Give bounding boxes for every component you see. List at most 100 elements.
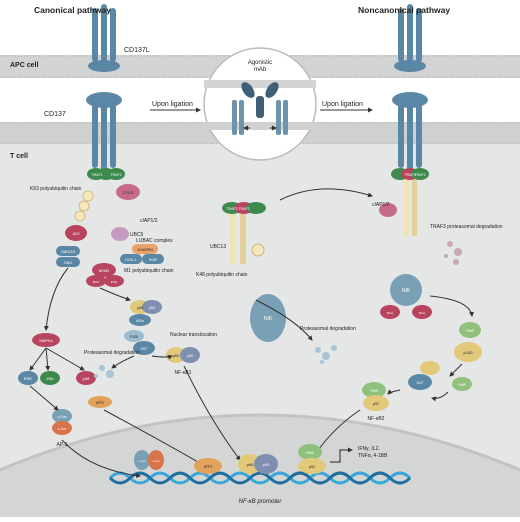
- mab-label: mAb: [254, 67, 267, 73]
- inset-receptor-left-icon: [232, 100, 244, 135]
- p65-left-label: p65: [137, 306, 143, 310]
- nemo-label: NEMO: [99, 269, 110, 273]
- ubc5-icon: [111, 227, 129, 241]
- cyld-icon: [116, 184, 140, 200]
- hoil-label: HOIL-1: [125, 258, 136, 262]
- p52-label: p52: [373, 402, 379, 406]
- degradation-debris-middle-icon: [315, 345, 337, 364]
- scf-left-label: SCF: [141, 347, 148, 351]
- p105-label: P105: [130, 335, 138, 339]
- p100-relb-icon: [454, 322, 482, 362]
- tab-label: TAB1/2/3: [61, 250, 75, 254]
- nik-ikka-complex-icon: [380, 274, 432, 319]
- a20-label: A20: [72, 231, 80, 236]
- ubiquitin-chain-k63-icon: [74, 190, 94, 222]
- cd137l-left-icon: [88, 4, 120, 72]
- relb-top-label: RelB: [466, 329, 474, 333]
- ciap-right-label: cIAP1/2: [372, 202, 390, 208]
- dna-helix: [108, 471, 412, 485]
- tab-tak1-icon: [56, 246, 80, 267]
- mapk-label: MAPKs: [39, 338, 52, 343]
- target-genes-line1: IFNγ, IL2,: [358, 446, 380, 452]
- inset-t-membrane: [204, 122, 316, 130]
- tak1-label: TAK1: [64, 261, 73, 265]
- jnk-label: JNK: [46, 376, 54, 381]
- nik-middle-icon: [250, 294, 286, 342]
- relb-nucleus-label: RelB: [306, 451, 314, 455]
- ciap-left-label: cIAP1/2: [140, 218, 158, 224]
- traf-complex-right-icon: [391, 168, 429, 180]
- canonical-degradation-label: Proteasomal degradation: [84, 350, 140, 356]
- relb-nfkb2-label: RelB: [370, 389, 378, 393]
- p50-mid-label: p50: [187, 354, 193, 358]
- p65-mid-label: p65: [173, 354, 179, 358]
- k48-chain-label: K48 polyubiquitin chain: [196, 272, 248, 278]
- target-genes-line2: TNFα, 4-1BB: [358, 453, 388, 459]
- nucleus-nfkb2-icon: [298, 444, 326, 474]
- lubac-icon: [120, 244, 164, 264]
- cd137-left-icon: [86, 92, 122, 172]
- ikka-left-label: IKKα: [93, 280, 100, 284]
- inset-receptor-right-icon: [276, 100, 288, 135]
- noncanonical-arrows: [255, 188, 474, 463]
- mapk-cascade-icon: [18, 333, 96, 385]
- scf-right-label: SCF: [417, 381, 424, 385]
- p65-nucleus-label: p65: [247, 462, 254, 467]
- cd137-label: CD137: [44, 111, 66, 118]
- degradation-debris-left-icon: [94, 365, 114, 378]
- ikba-label: IKBα: [136, 319, 144, 323]
- cyld-label: CYLD: [123, 190, 134, 195]
- ap1-icon: [52, 409, 72, 435]
- inset-apc-membrane: [204, 80, 316, 88]
- m1-chain-label: M1 polyubiquitin chain: [124, 268, 174, 274]
- p52-nucleus-label: p52: [309, 465, 315, 469]
- k63-chain-label: K63 polyubiquitin chain: [30, 186, 82, 192]
- nfkb2-dimer-icon: [362, 382, 389, 411]
- traf3-right-label: TRAF3: [404, 173, 415, 177]
- p50-nucleus-label: p50: [263, 462, 270, 467]
- p50-left-label: p50: [149, 306, 155, 310]
- cd137-right-icon: [392, 92, 428, 172]
- erk-label: ERK: [24, 376, 33, 381]
- agonistic-label: Agonistic: [248, 60, 272, 66]
- upon-ligation-right-label: Upon ligation: [322, 101, 363, 108]
- nucleus-atf2-icon: [194, 458, 222, 474]
- lubac-label: LUBAC complex: [136, 238, 173, 244]
- atf2-nucleus-label: ATF2: [204, 465, 212, 469]
- traf2-left-label: TRAF2: [110, 173, 121, 177]
- canonical-heading: Canonical pathway: [34, 5, 111, 15]
- nik-mid-label: NIK: [264, 316, 273, 322]
- p65-p50-ikba-icon: [124, 300, 162, 355]
- nucleus-ap1-icon: [134, 450, 164, 470]
- ikk-complex-icon: [86, 263, 124, 287]
- traf3-mid-label: TRAF3: [238, 207, 249, 211]
- traf3-degradation-label: TRAF3 proteasomal degradation: [430, 224, 503, 230]
- atf2-left-label: ATF2: [96, 401, 104, 405]
- nfkb1-label: NF-κB1: [175, 370, 192, 376]
- traf1-left-label: TRAF1: [91, 173, 102, 177]
- traf3-debris-icon: [444, 241, 462, 265]
- nfkb1-dimer-icon: [166, 347, 200, 363]
- nuclear-translocation-label: Nuclear translocation: [170, 332, 217, 338]
- cd137l-label: CD137L: [124, 47, 150, 54]
- nik-right-label: NIK: [402, 288, 411, 294]
- traf-cluster-middle-icon: [222, 202, 266, 264]
- ikka-right-label-2: IKKα: [419, 311, 426, 315]
- p38-label: p38: [83, 376, 90, 381]
- nucleus-nfkb1-icon: [238, 454, 278, 474]
- ikka-right-label-1: IKKα: [387, 311, 394, 315]
- cfos-left-label: c-Fos: [58, 415, 67, 419]
- sharpin-label: SHARPIN: [137, 248, 153, 252]
- cjun-nucleus-label: c-Jun: [138, 459, 146, 463]
- promoter-label: NF-κB promoter: [239, 499, 283, 505]
- a20-icon: [65, 225, 87, 241]
- p100-processing-icon: [408, 361, 472, 391]
- apc-cell-label: APC cell: [10, 62, 38, 69]
- traf-complex-left-icon: [87, 168, 125, 180]
- antibody-icon: [241, 82, 279, 118]
- cd137l-right-icon: [394, 4, 426, 72]
- ikkb-label: IKKβ: [111, 280, 118, 284]
- upon-ligation-left-label: Upon ligation: [152, 101, 193, 108]
